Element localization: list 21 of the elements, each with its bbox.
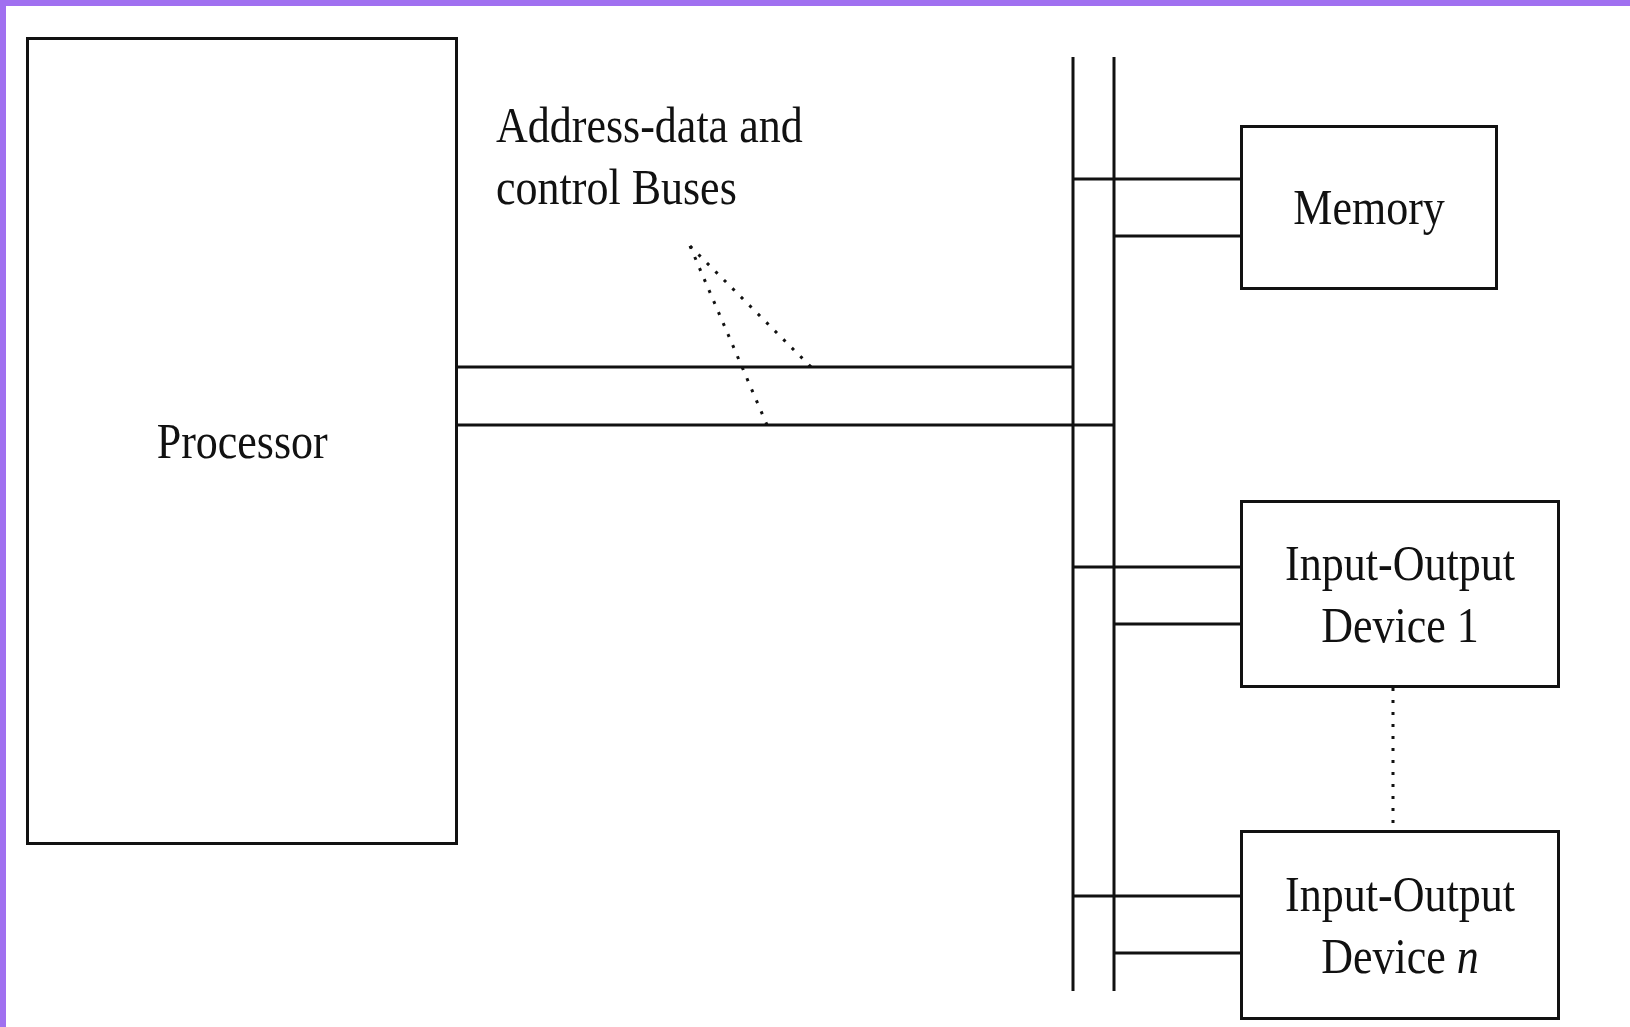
bus-line: [1073, 177, 1240, 181]
box-label: Input-Output Device 1: [1284, 533, 1516, 655]
bus-line: [458, 365, 1073, 369]
memory-box: [1240, 125, 1498, 290]
bus-lines: [1071, 57, 1117, 991]
box-label: Memory: [1293, 178, 1445, 238]
bus-line: [458, 423, 1114, 427]
bus-line: [1073, 565, 1240, 569]
box-label: Input-Output Device n: [1284, 864, 1516, 986]
dotted-line: [1391, 688, 1395, 824]
processor-box: [26, 37, 458, 845]
bus-line: [1114, 234, 1240, 238]
bus-label: Address-data and control Buses: [496, 95, 804, 217]
device-box: [1240, 500, 1560, 688]
bus-line: [1073, 894, 1240, 898]
leader-line: [688, 244, 813, 369]
bus-line: [1114, 622, 1240, 626]
box-label: Processor: [156, 411, 328, 471]
device-box: [1240, 830, 1560, 1020]
leader-line: [688, 245, 769, 426]
bus-line: [1114, 951, 1240, 955]
